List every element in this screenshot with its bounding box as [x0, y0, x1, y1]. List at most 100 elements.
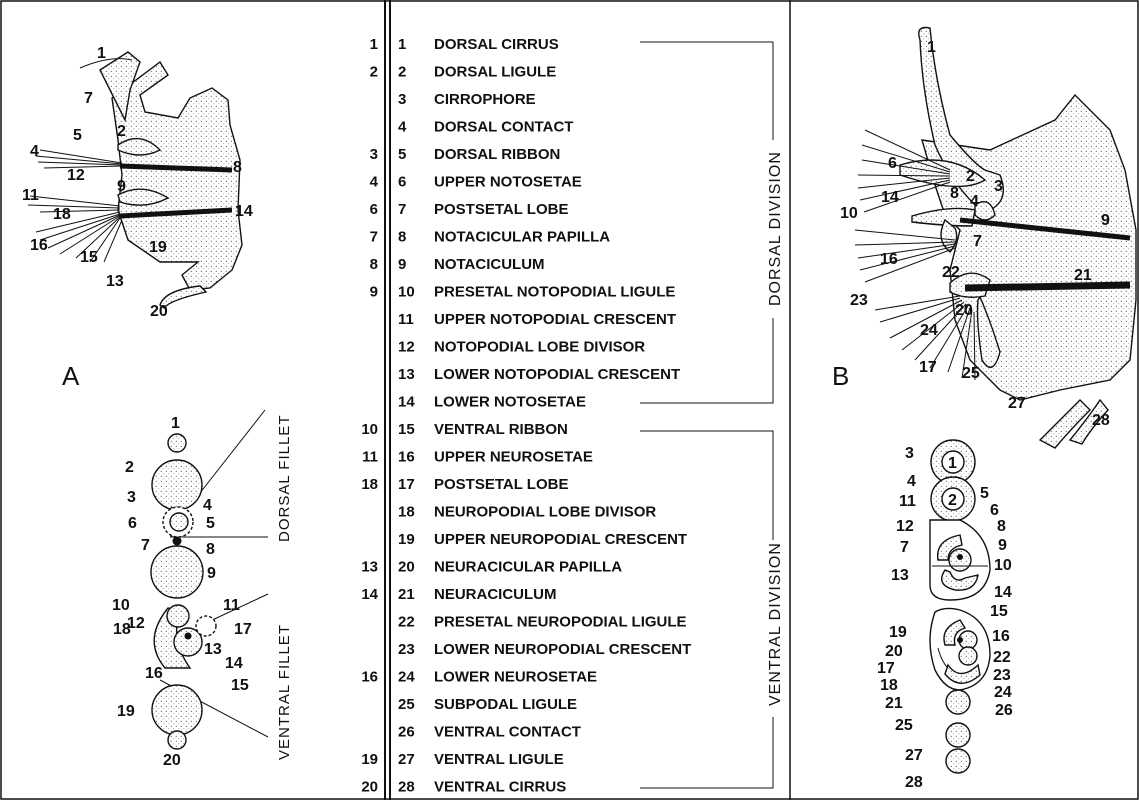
row-name: VENTRAL CONTACT — [434, 724, 581, 741]
panel-b-caption: B — [832, 361, 849, 391]
row-name: POSTSETAL LOBE — [434, 476, 568, 493]
row-number: 22 — [398, 614, 415, 631]
label: 10 — [840, 205, 858, 222]
row-name: PRESETAL NEUROPODIAL LIGULE — [434, 614, 687, 631]
label: 28 — [1092, 412, 1110, 429]
dorsal-division-bracket — [640, 41, 774, 404]
row-number: 2 — [398, 64, 406, 81]
label: 1 — [171, 415, 180, 432]
row-number: 18 — [398, 504, 415, 521]
panel-b-section-labels: 3 4 5 6 11 8 12 9 7 10 13 14 15 19 16 20… — [877, 445, 1013, 791]
row-name: NEUROPODIAL LOBE DIVISOR — [434, 504, 656, 521]
row-number: 21 — [398, 586, 415, 603]
ventral-fillet-label: VENTRAL FILLET — [276, 624, 293, 760]
row-number-column: 1234567891011121314151617181920212223242… — [398, 36, 415, 796]
label: 22 — [993, 649, 1011, 666]
label: 7 — [973, 233, 982, 250]
label: 9 — [1101, 212, 1110, 229]
label: 15 — [231, 677, 249, 694]
a-number: 9 — [370, 284, 378, 301]
a-number: 7 — [370, 229, 378, 246]
row-name: SUBPODAL LIGULE — [434, 696, 577, 713]
row-number: 13 — [398, 366, 415, 383]
label: 14 — [994, 584, 1012, 601]
row-number: 5 — [398, 146, 406, 163]
row-number: 15 — [398, 421, 415, 438]
a-number: 13 — [361, 559, 378, 576]
row-number: 3 — [398, 91, 406, 108]
a-number: 20 — [361, 779, 378, 796]
label: 4 — [30, 143, 39, 160]
row-number: 7 — [398, 201, 406, 218]
label: 14 — [225, 655, 243, 672]
a-number: 2 — [370, 64, 378, 81]
label: 5 — [206, 515, 215, 532]
label: 22 — [942, 264, 960, 281]
ventral-division-label: VENTRAL DIVISION — [767, 542, 784, 706]
label: 5 — [73, 127, 82, 144]
label: 24 — [920, 322, 938, 339]
a-number: 16 — [361, 669, 378, 686]
panel-a-section-labels: 1 2 3 4 6 5 7 8 9 10 12 11 17 18 13 14 1… — [112, 415, 252, 769]
dorsal-division-label: DORSAL DIVISION — [767, 151, 784, 306]
label: 19 — [889, 624, 907, 641]
row-number: 14 — [398, 394, 415, 411]
panel-b-lateral-view — [854, 26, 1137, 449]
label: 13 — [106, 273, 124, 290]
row-name: VENTRAL CIRRUS — [434, 779, 566, 796]
label: 2 — [117, 123, 126, 140]
label: 4 — [203, 497, 212, 514]
a-number: 14 — [361, 586, 378, 603]
label: 2 — [125, 459, 134, 476]
label: 12 — [127, 615, 145, 632]
label: 21 — [885, 695, 903, 712]
label: 15 — [990, 603, 1008, 620]
row-name: UPPER NEUROPODIAL CRESCENT — [434, 531, 687, 548]
label: 8 — [233, 159, 242, 176]
row-name: VENTRAL RIBBON — [434, 421, 568, 438]
label: 4 — [907, 473, 916, 490]
label: 17 — [877, 660, 895, 677]
label: 27 — [905, 747, 923, 764]
label: 1 — [97, 45, 106, 62]
label: 5 — [980, 485, 989, 502]
row-number: 17 — [398, 476, 415, 493]
a-number: 18 — [361, 476, 378, 493]
dorsal-fillet-label: DORSAL FILLET — [276, 415, 293, 542]
label: 6 — [888, 155, 897, 172]
row-name: NOTOPODIAL LOBE DIVISOR — [434, 339, 645, 356]
label: 25 — [895, 717, 913, 734]
a-number: 19 — [361, 751, 378, 768]
label: 1 — [948, 455, 957, 472]
row-name: NOTACICULUM — [434, 256, 545, 273]
label: 11 — [22, 187, 39, 204]
label: 4 — [970, 193, 979, 210]
row-number: 20 — [398, 559, 415, 576]
row-name: DORSAL LIGULE — [434, 64, 556, 81]
label: 27 — [1008, 395, 1026, 412]
row-name: PRESETAL NOTOPODIAL LIGULE — [434, 284, 675, 301]
label: 26 — [995, 702, 1013, 719]
label: 8 — [206, 541, 215, 558]
label: 9 — [207, 565, 216, 582]
label: 3 — [994, 178, 1003, 195]
label: 1 — [927, 39, 936, 56]
panel-a-section-diagram — [150, 409, 269, 750]
row-name: DORSAL CONTACT — [434, 119, 573, 136]
label: 12 — [896, 518, 914, 535]
row-number: 1 — [398, 36, 406, 53]
a-number: 10 — [361, 421, 378, 438]
row-name: LOWER NOTOSETAE — [434, 394, 586, 411]
label: 28 — [905, 774, 923, 791]
label: 19 — [149, 239, 167, 256]
label: 23 — [993, 667, 1011, 684]
label: 20 — [885, 643, 903, 660]
panel-b-lateral-labels: 1 6 2 3 14 8 4 10 9 7 16 22 21 23 20 24 … — [840, 39, 1110, 429]
row-number: 11 — [398, 311, 414, 328]
a-number: 3 — [370, 146, 378, 163]
row-name: POSTSETAL LOBE — [434, 201, 568, 218]
a-number: 8 — [370, 256, 378, 273]
row-number: 25 — [398, 696, 415, 713]
